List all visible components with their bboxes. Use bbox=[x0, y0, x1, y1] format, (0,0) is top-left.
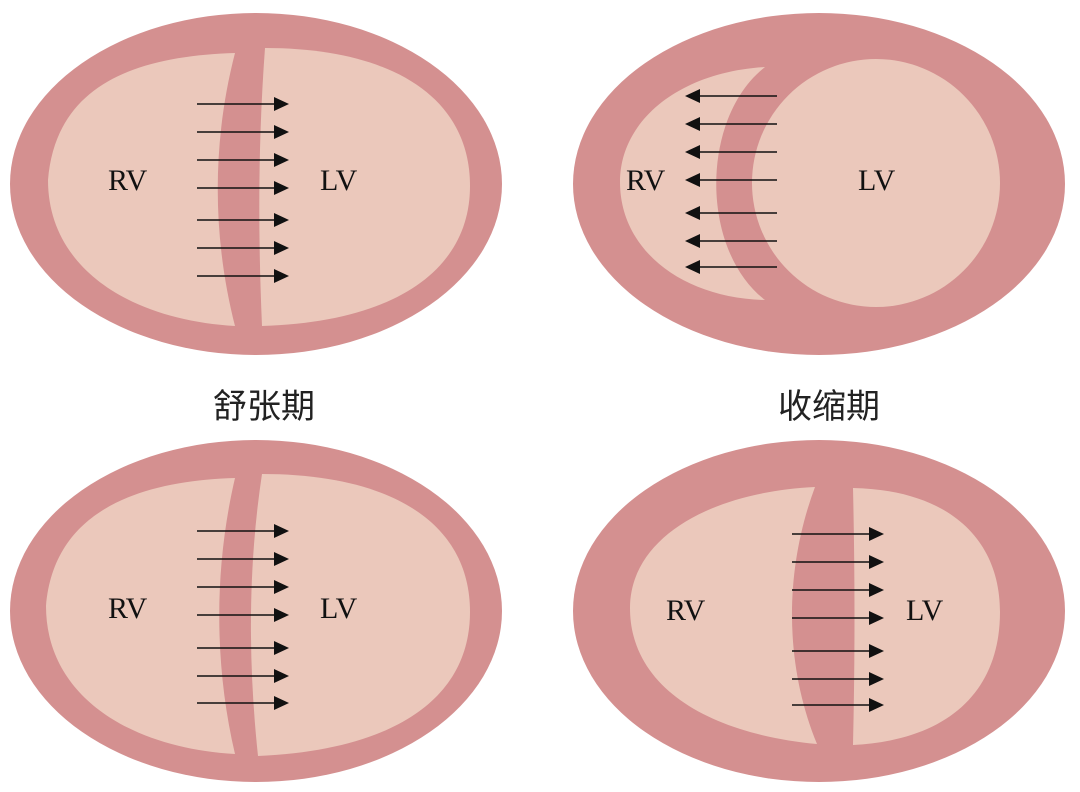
arrow bbox=[792, 672, 884, 686]
arrow bbox=[197, 97, 289, 111]
arrow bbox=[685, 145, 777, 159]
septal-arrows bbox=[792, 527, 884, 712]
arrow bbox=[685, 173, 777, 187]
panel-bottom-right: RV LV bbox=[573, 440, 1065, 782]
lv-label: LV bbox=[906, 594, 944, 627]
diastole-label: 舒张期 bbox=[213, 387, 315, 427]
arrow bbox=[197, 153, 289, 167]
rv-label: RV bbox=[666, 594, 706, 627]
panel-bottom-left: RV LV bbox=[10, 440, 502, 782]
left-ventricle-cavity bbox=[250, 474, 470, 756]
arrow bbox=[197, 580, 289, 594]
arrow bbox=[197, 641, 289, 655]
arrow bbox=[685, 206, 777, 220]
rv-label: RV bbox=[626, 164, 666, 197]
arrow bbox=[197, 241, 289, 255]
septal-arrows bbox=[685, 89, 777, 274]
right-ventricle-cavity bbox=[46, 478, 235, 754]
left-ventricle-cavity bbox=[259, 48, 470, 326]
septal-arrows bbox=[197, 524, 289, 710]
arrow bbox=[685, 89, 777, 103]
arrow bbox=[197, 269, 289, 283]
arrow bbox=[685, 234, 777, 248]
arrow bbox=[792, 555, 884, 569]
panel-top-right: RV LV bbox=[573, 13, 1065, 355]
systole-label: 收缩期 bbox=[778, 387, 880, 427]
septal-arrows bbox=[197, 97, 289, 283]
left-ventricle-cavity bbox=[752, 59, 1000, 307]
arrow bbox=[685, 260, 777, 274]
arrow bbox=[197, 608, 289, 622]
lv-label: LV bbox=[320, 164, 358, 197]
arrow bbox=[197, 213, 289, 227]
arrow bbox=[792, 644, 884, 658]
rv-label: RV bbox=[108, 592, 148, 625]
right-ventricle-cavity bbox=[630, 487, 817, 744]
arrow bbox=[197, 181, 289, 195]
lv-label: LV bbox=[320, 592, 358, 625]
arrow bbox=[197, 696, 289, 710]
arrow bbox=[792, 583, 884, 597]
left-ventricle-cavity bbox=[853, 488, 1000, 745]
arrow bbox=[197, 524, 289, 538]
arrow bbox=[792, 698, 884, 712]
arrow bbox=[197, 669, 289, 683]
arrow bbox=[792, 527, 884, 541]
panel-top-left: RV LV bbox=[10, 13, 502, 355]
arrow bbox=[792, 611, 884, 625]
rv-label: RV bbox=[108, 164, 148, 197]
arrow bbox=[197, 552, 289, 566]
arrow bbox=[197, 125, 289, 139]
lv-label: LV bbox=[858, 164, 896, 197]
right-ventricle-cavity bbox=[48, 53, 235, 326]
arrow bbox=[685, 117, 777, 131]
